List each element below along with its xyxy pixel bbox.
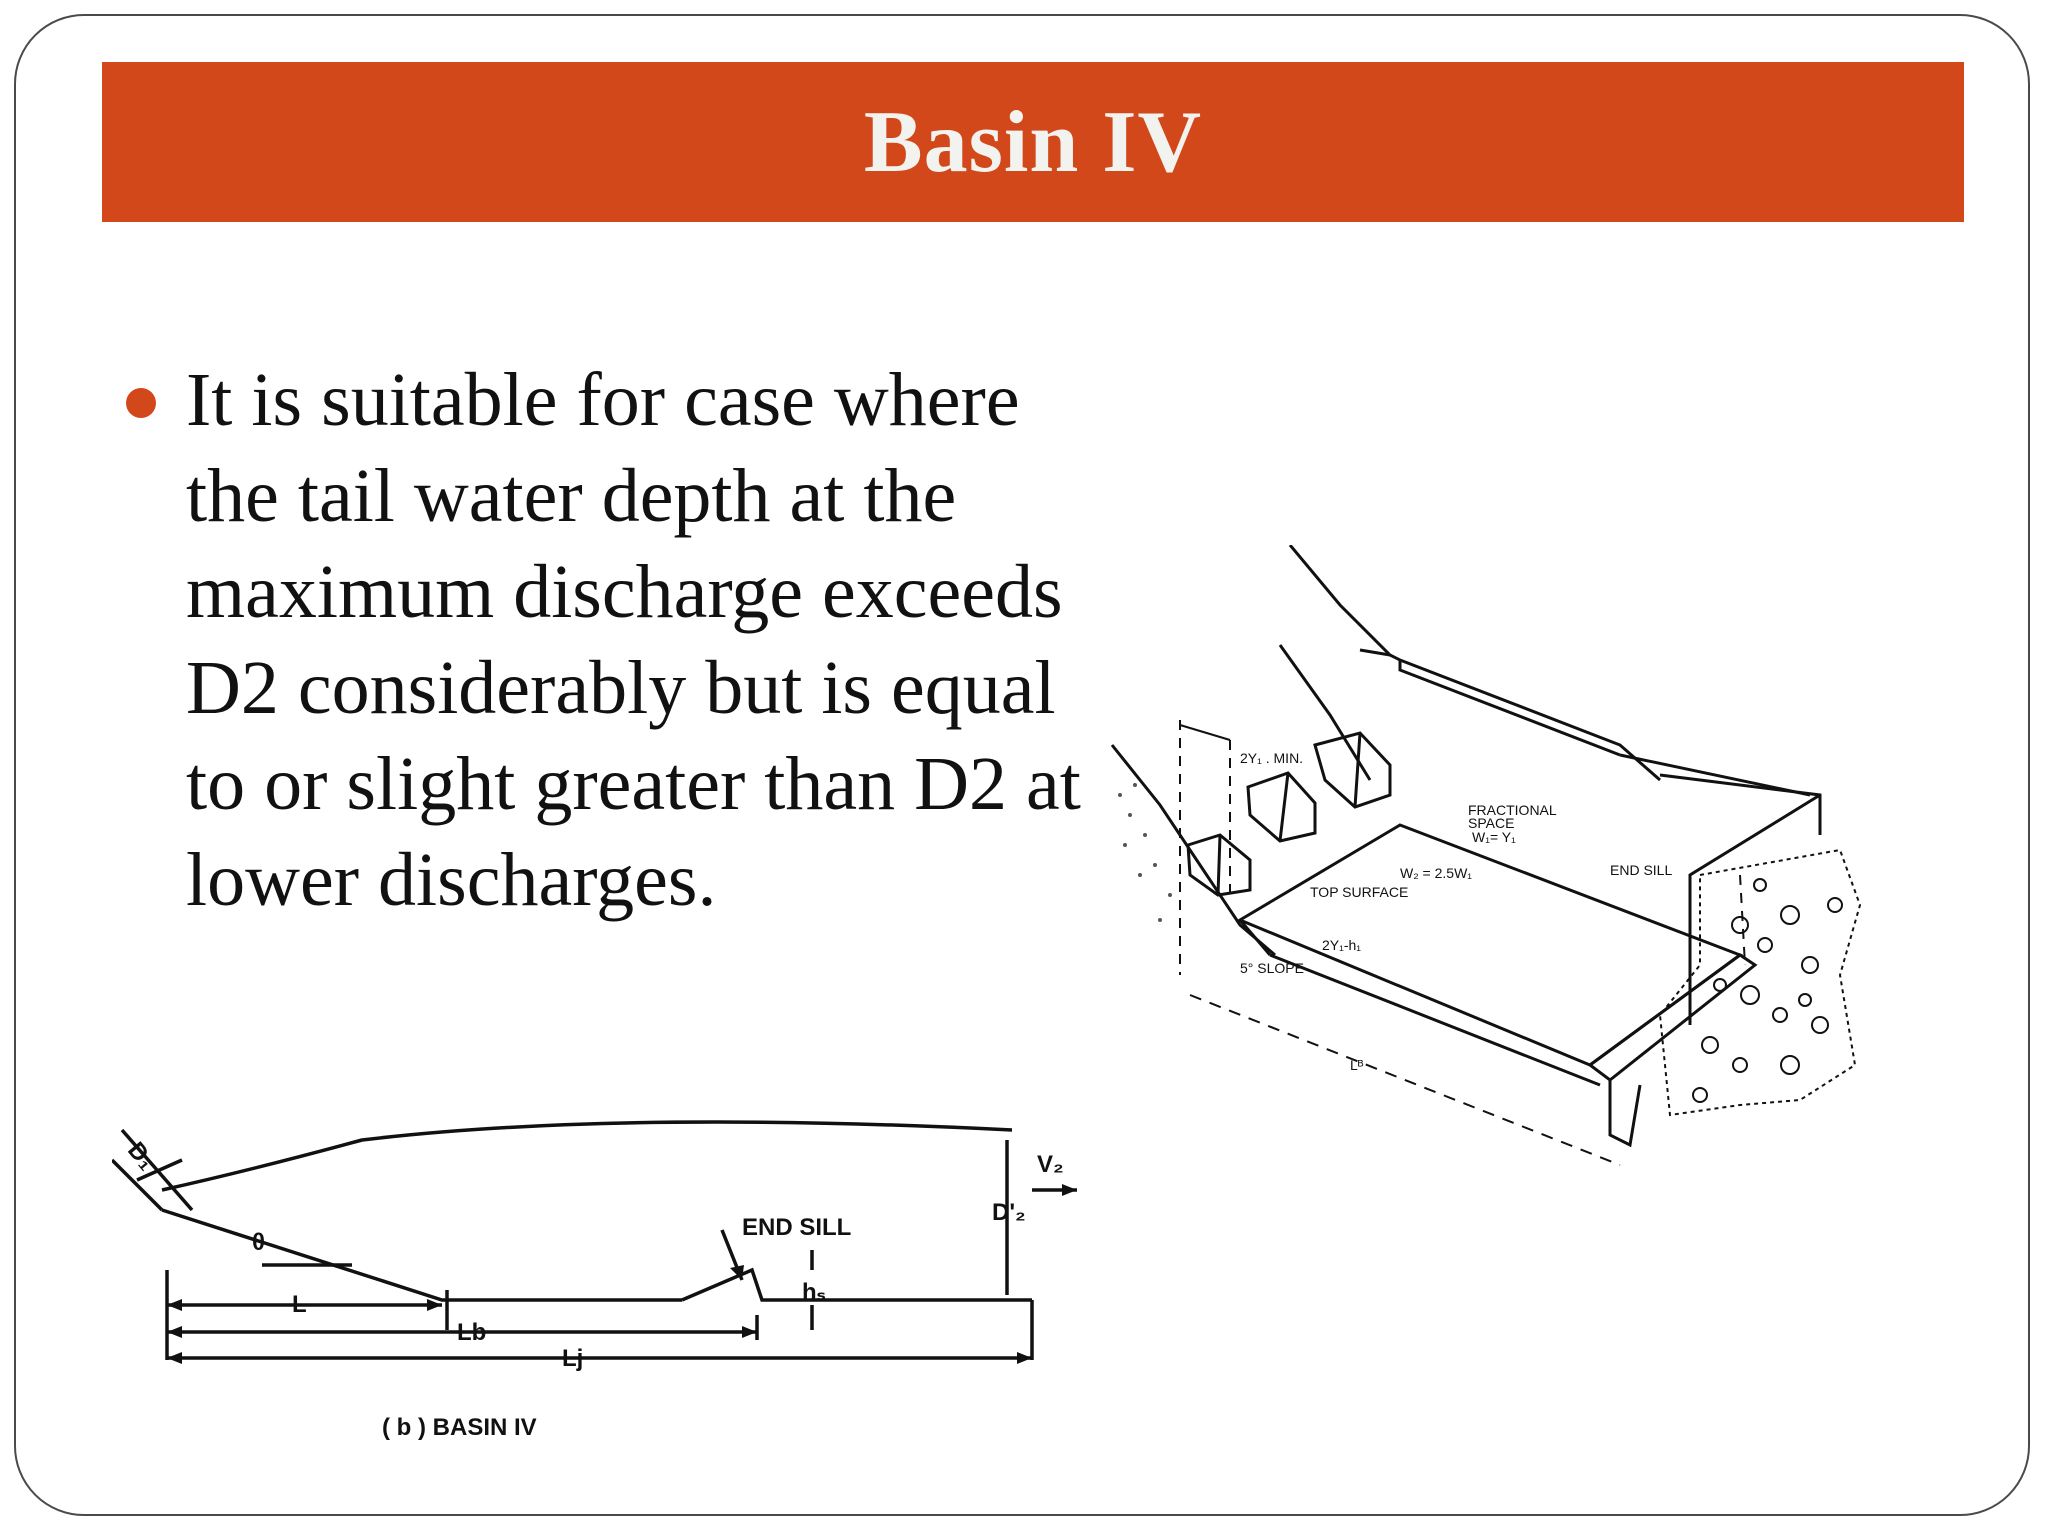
iso-label-w1: W₁= Y₁ (1472, 829, 1516, 845)
profile-label-v2: V₂ (1037, 1151, 1064, 1178)
iso-label-end-sill: END SILL (1610, 862, 1672, 878)
iso-label-w2: W₂ = 2.5W₁ (1400, 865, 1472, 881)
profile-label-lj: Lj (562, 1345, 583, 1372)
profile-label-l: L (292, 1291, 307, 1318)
profile-label-lb: Lb (457, 1319, 486, 1346)
iso-label-2y1-min: 2Y₁ . MIN. (1240, 750, 1303, 766)
bullet-dot-icon (126, 388, 156, 418)
iso-label-lb: Lᴮ (1350, 1057, 1364, 1073)
profile-caption: ( b ) BASIN IV (382, 1414, 537, 1441)
iso-label-space: SPACE (1468, 815, 1514, 831)
iso-label-2y1-h1: 2Y₁-h₁ (1322, 937, 1361, 953)
iso-label-slope: 5° SLOPE (1240, 960, 1304, 976)
bullet-text: It is suitable for case where the tail w… (186, 358, 1081, 922)
slide-title: Basin IV (863, 93, 1203, 191)
iso-label-top-surface: TOP SURFACE (1310, 884, 1408, 900)
profile-label-d2: D'₂ (992, 1199, 1026, 1226)
profile-label-end-sill: END SILL (742, 1214, 851, 1241)
title-bar: Basin IV (102, 62, 1964, 222)
basin-profile-diagram: D₁ V₂ D'₂ END SILL θ hₛ L Lb Lj ( b ) BA… (112, 1120, 1077, 1441)
iso-label-fractional: FRACTIONAL (1468, 802, 1557, 818)
profile-label-hs: hₛ (802, 1279, 826, 1306)
profile-label-theta: θ (252, 1229, 265, 1256)
basin-isometric-diagram: 2Y₁ . MIN. FRACTIONAL SPACE W₁= Y₁ W₂ = … (1110, 545, 1862, 1166)
